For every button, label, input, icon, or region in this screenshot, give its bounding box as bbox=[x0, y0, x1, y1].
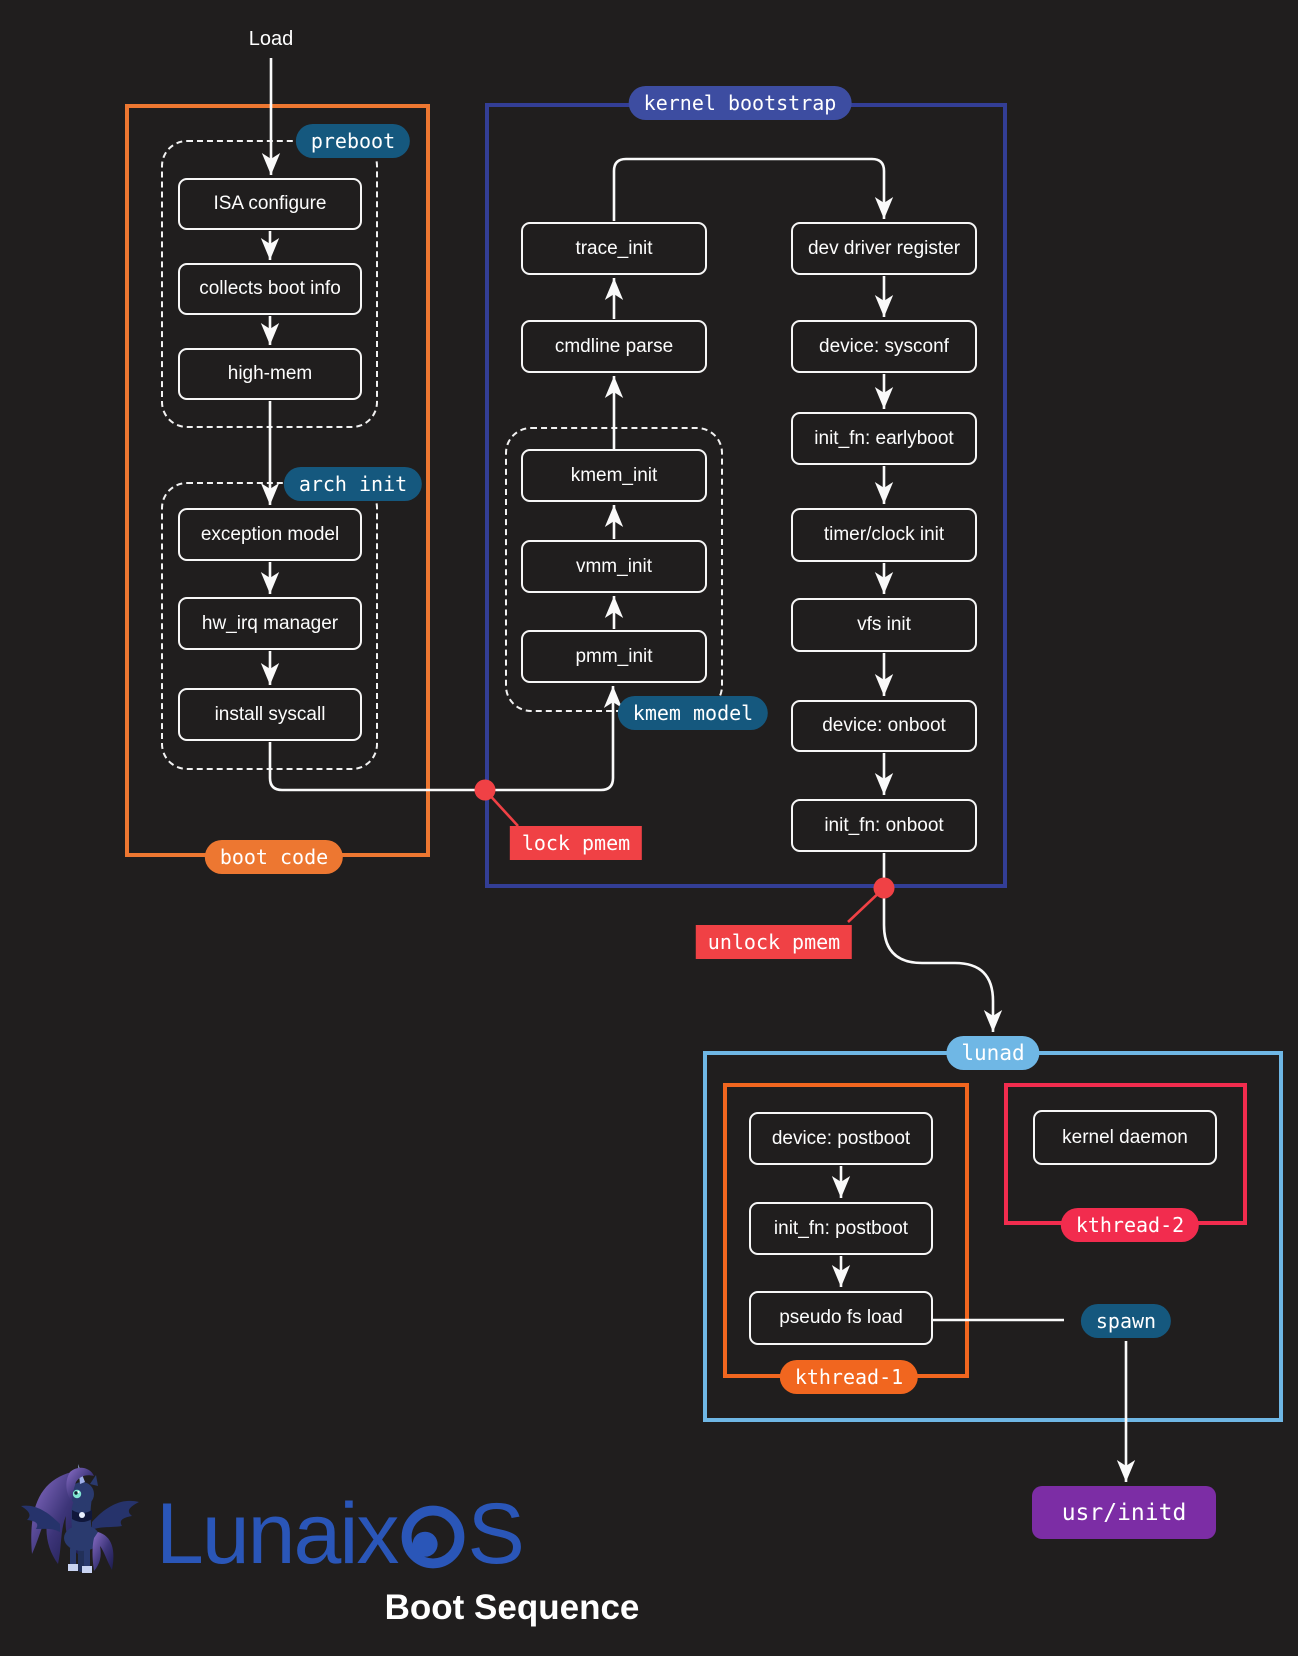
kmem-model-badge: kmem model bbox=[617, 696, 769, 730]
node-vfs-init: vfs init bbox=[791, 598, 977, 652]
node-install-syscall: install syscall bbox=[178, 688, 362, 741]
node-device-postboot: device: postboot bbox=[749, 1112, 933, 1165]
node-timer-clock-init: timer/clock init bbox=[791, 508, 977, 562]
load-label: Load bbox=[248, 28, 294, 50]
node-cmdline-parse: cmdline parse bbox=[521, 320, 707, 373]
luna-pony-mascot bbox=[21, 1464, 139, 1573]
kthread-2-badge: kthread-2 bbox=[1060, 1208, 1200, 1242]
moon-o-icon bbox=[402, 1506, 465, 1569]
node-init-fn-postboot: init_fn: postboot bbox=[749, 1202, 933, 1255]
kthread-1-badge: kthread-1 bbox=[779, 1360, 919, 1394]
unlock-pmem-tag: unlock pmem bbox=[695, 925, 853, 959]
node-dev-driver-register: dev driver register bbox=[791, 222, 977, 275]
node-init-fn-earlyboot: init_fn: earlyboot bbox=[791, 412, 977, 465]
node-isa-configure: ISA configure bbox=[178, 178, 362, 230]
node-usr-initd: usr/initd bbox=[1032, 1486, 1216, 1539]
node-collects-boot-info: collects boot info bbox=[178, 263, 362, 315]
spawn-badge: spawn bbox=[1080, 1304, 1172, 1338]
arch-init-badge: arch init bbox=[283, 467, 423, 501]
lock-pmem-tag: lock pmem bbox=[509, 826, 643, 860]
node-vmm-init: vmm_init bbox=[521, 540, 707, 593]
node-pseudo-fs-load: pseudo fs load bbox=[749, 1291, 933, 1345]
node-high-mem: high-mem bbox=[178, 348, 362, 400]
lunaixos-wordmark: Lunaix S bbox=[156, 1486, 525, 1582]
preboot-badge: preboot bbox=[295, 124, 411, 158]
node-kmem-init: kmem_init bbox=[521, 449, 707, 502]
node-device-onboot: device: onboot bbox=[791, 700, 977, 752]
node-pmm-init: pmm_init bbox=[521, 630, 707, 683]
wordmark-text-s: S bbox=[467, 1486, 524, 1582]
node-init-fn-onboot: init_fn: onboot bbox=[791, 799, 977, 852]
wordmark-text-lunaix: Lunaix bbox=[156, 1486, 399, 1582]
lunad-badge: lunad bbox=[946, 1036, 1040, 1070]
node-exception-model: exception model bbox=[178, 508, 362, 561]
diagram-title: Boot Sequence bbox=[384, 1588, 640, 1627]
boot-code-badge: boot code bbox=[204, 840, 344, 874]
kernel-bootstrap-badge: kernel bootstrap bbox=[628, 86, 852, 120]
node-device-sysconf: device: sysconf bbox=[791, 320, 977, 373]
node-kernel-daemon: kernel daemon bbox=[1033, 1110, 1217, 1165]
node-hw-irq-manager: hw_irq manager bbox=[178, 597, 362, 650]
node-trace-init: trace_init bbox=[521, 222, 707, 275]
